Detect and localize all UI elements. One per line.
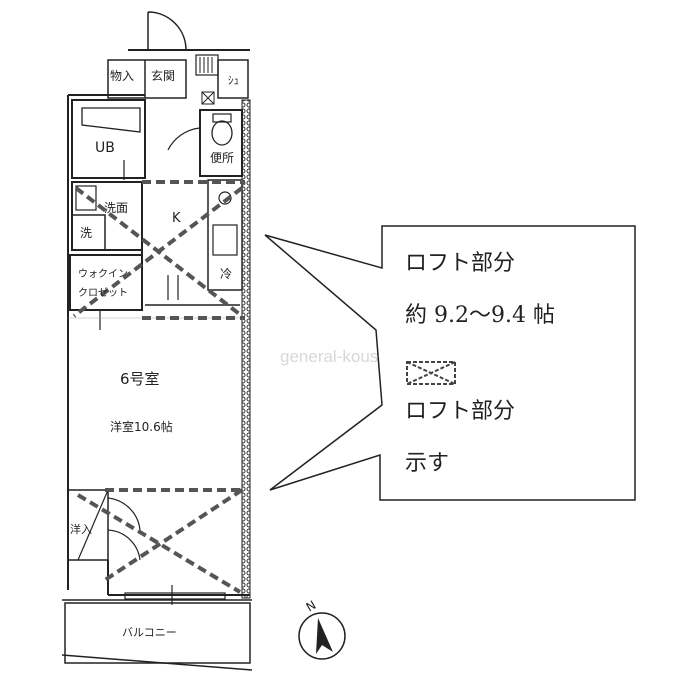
loft-dashed-lines <box>72 180 245 594</box>
label-closet: 洋入 <box>70 522 92 536</box>
dashed-x-legend-icon <box>406 361 456 385</box>
north-compass-icon: N <box>298 598 346 660</box>
label-walkin-1: ウォクイン <box>78 268 128 280</box>
label-bath: UB <box>95 140 115 156</box>
label-kitchen: K <box>172 211 181 226</box>
label-storage: 物入 <box>110 69 134 83</box>
callout-line-2: 約 9.2〜9.4 帖 <box>405 303 555 328</box>
compass-label: N <box>304 598 319 615</box>
label-fridge: 冷 <box>220 267 232 281</box>
label-balcony: バルコニー <box>122 626 177 639</box>
label-toilet: 便所 <box>210 151 234 165</box>
label-main-room: 洋室10.6帖 <box>110 419 173 434</box>
callout-line-4: 示す <box>405 451 449 476</box>
loft-callout: ロフト部分 約 9.2〜9.4 帖 ロフト部分 示す <box>264 225 636 501</box>
label-room-number: 6号室 <box>120 370 160 388</box>
label-walkin-2: クロゼット <box>78 287 128 299</box>
walls <box>61 11 253 671</box>
callout-line-1: ロフト部分 <box>405 251 515 276</box>
watermark: general-kousan <box>280 347 397 366</box>
label-washroom: 洗面 <box>104 201 128 215</box>
label-entrance: 玄関 <box>151 68 175 83</box>
label-shoe: ｼｭ <box>228 74 239 87</box>
label-washer: 洗 <box>80 226 92 240</box>
callout-line-3: ロフト部分 <box>405 399 515 424</box>
